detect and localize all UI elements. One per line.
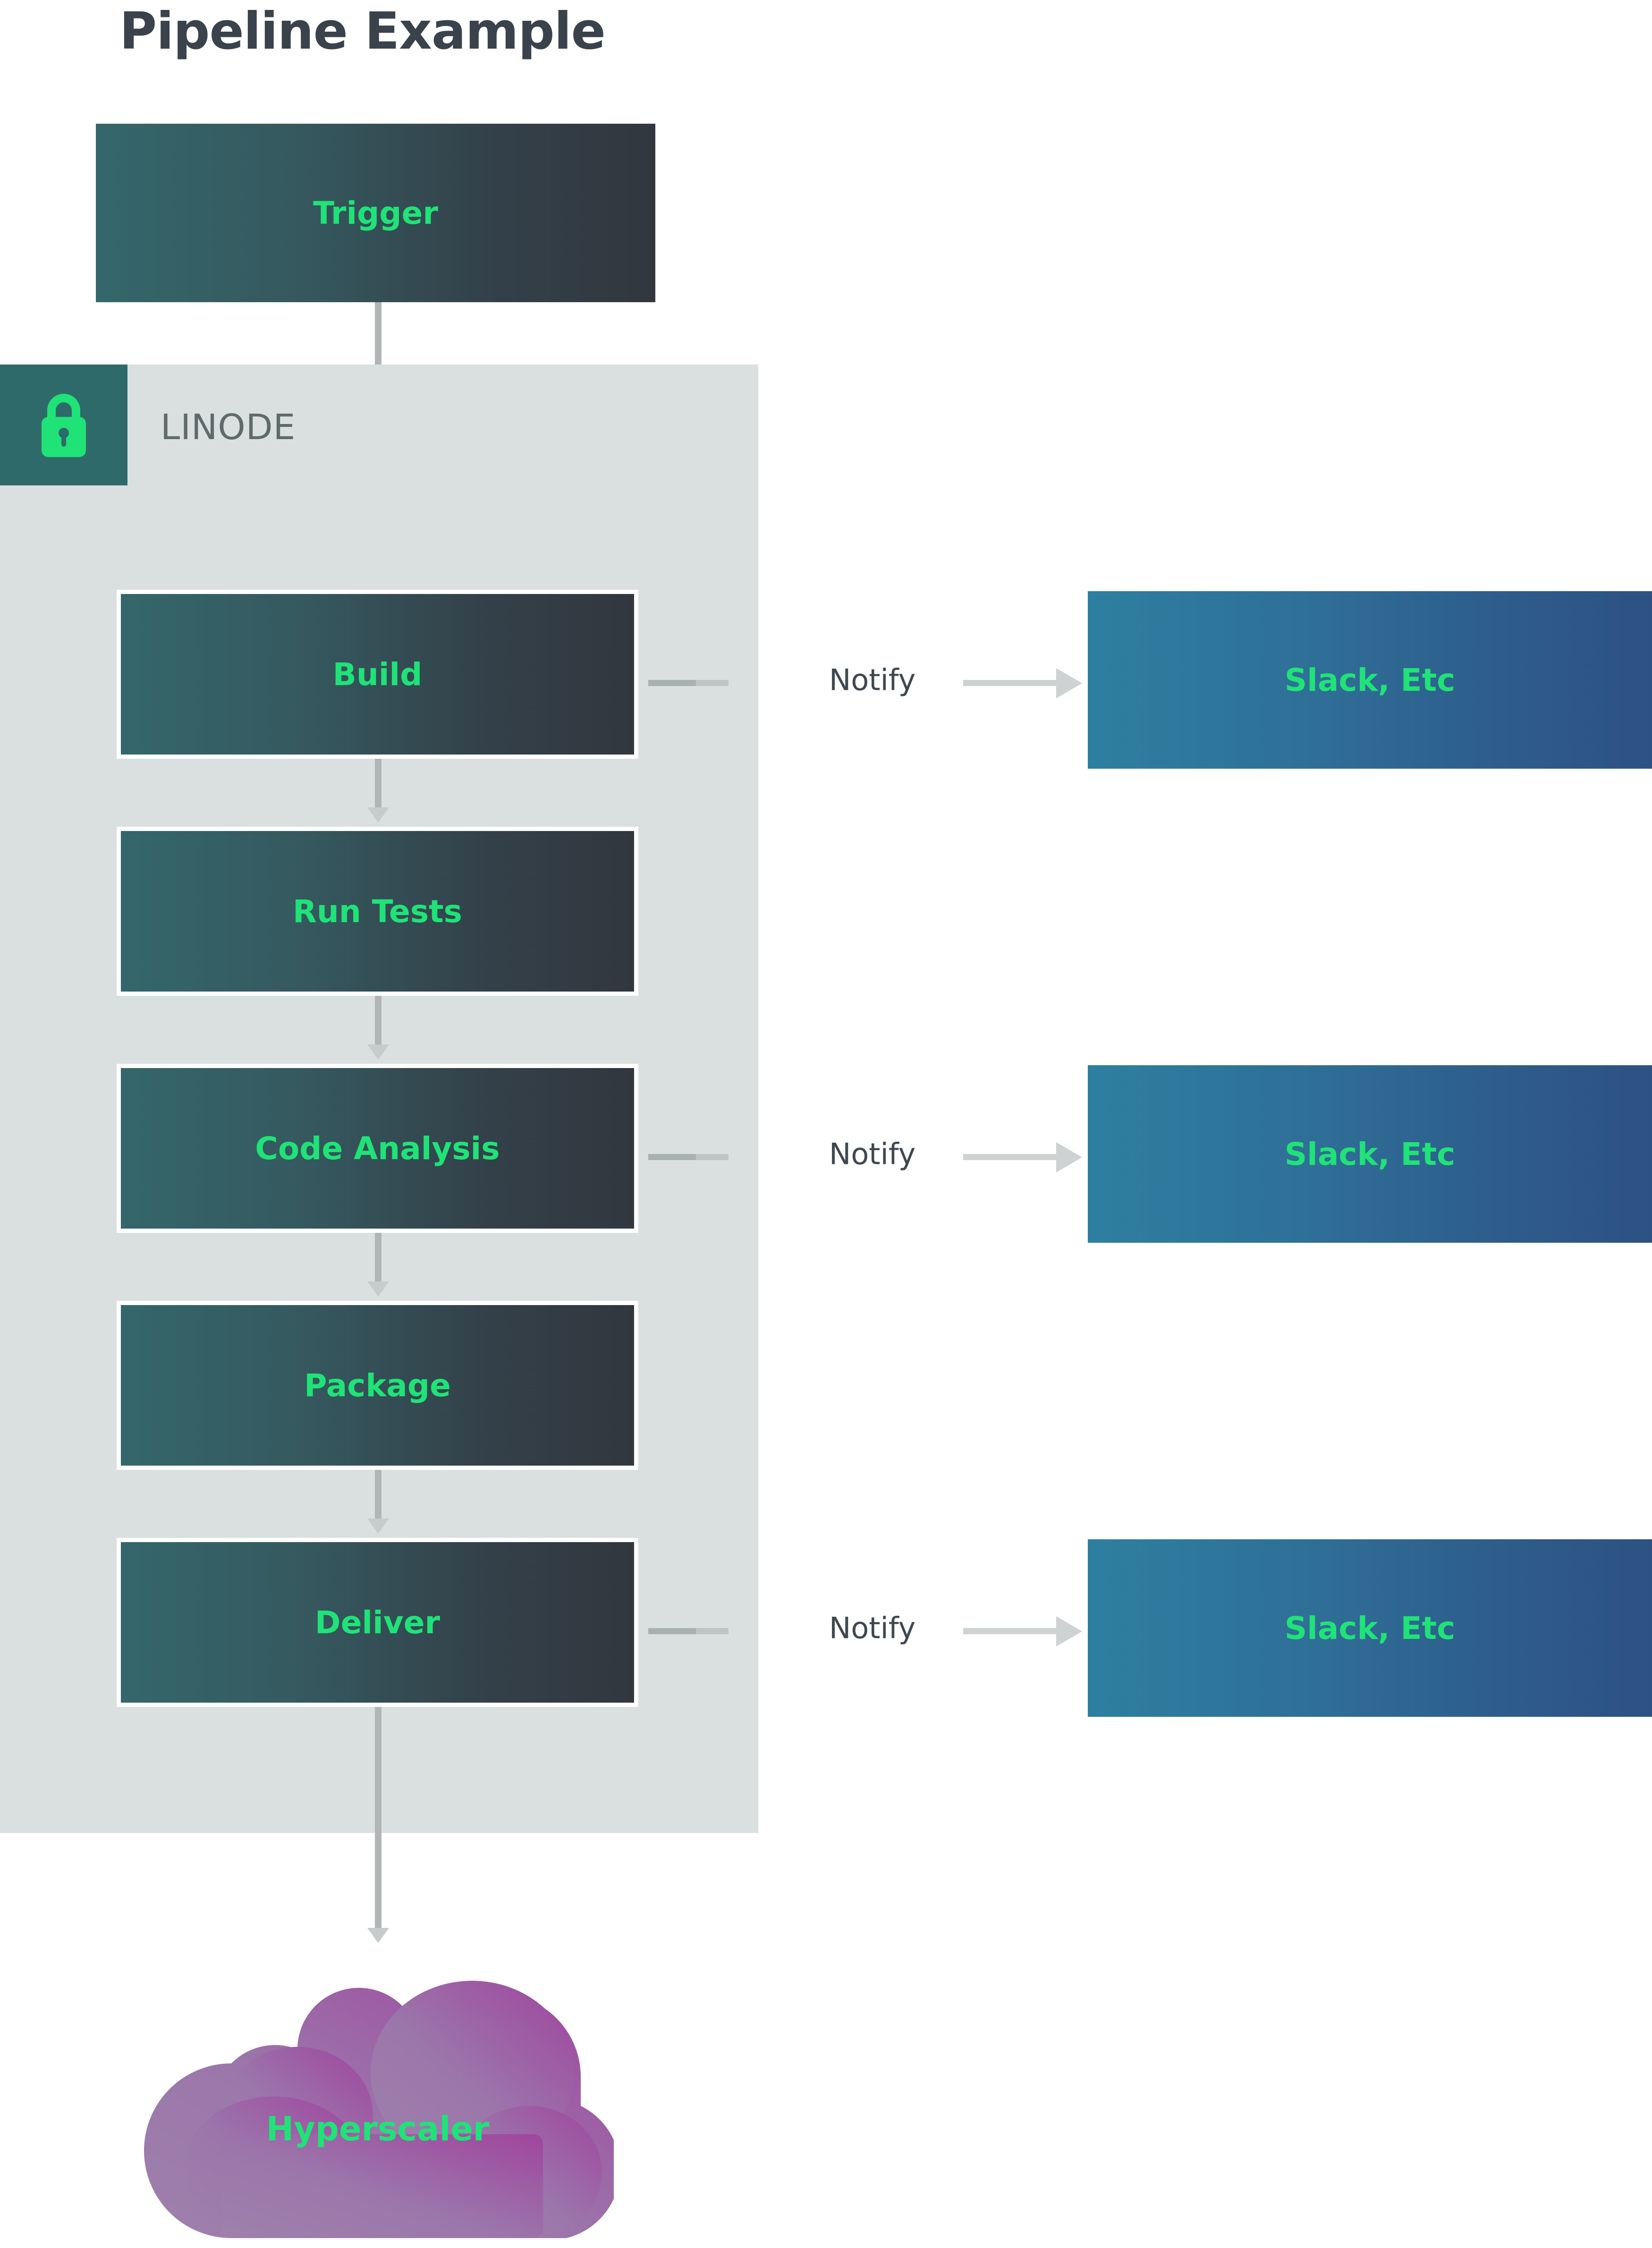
node-package[interactable]: Package — [117, 1301, 638, 1470]
node-slack-1-label: Slack, Etc — [1284, 662, 1456, 698]
node-code-analysis[interactable]: Code Analysis — [117, 1064, 638, 1233]
arrow-deliver-to-hyperscaler — [375, 1707, 381, 1929]
arrow-code-analysis-to-package — [375, 1233, 381, 1282]
notify-connector-3-right — [963, 1628, 1058, 1634]
node-run-tests[interactable]: Run Tests — [117, 827, 638, 996]
node-deliver-label: Deliver — [314, 1604, 441, 1641]
node-trigger-label: Trigger — [313, 195, 438, 231]
lock-icon — [42, 394, 86, 457]
node-hyperscaler[interactable]: Hyperscaler — [142, 1936, 620, 2238]
page-title: Pipeline Example — [119, 2, 606, 61]
notify-label-2: Notify — [829, 1137, 916, 1171]
cloud-icon — [144, 1981, 620, 2238]
node-build-label: Build — [332, 656, 423, 693]
arrow-run-tests-to-code-analysis — [375, 996, 381, 1045]
node-slack-2-label: Slack, Etc — [1284, 1136, 1456, 1172]
notify-connector-1-left — [648, 680, 729, 686]
notify-connector-3-left — [648, 1628, 729, 1634]
node-slack-2[interactable]: Slack, Etc — [1088, 1065, 1652, 1243]
notify-connector-2-right — [963, 1154, 1058, 1160]
arrow-build-to-run-tests — [375, 759, 381, 808]
arrow-package-to-deliver — [375, 1470, 381, 1519]
node-slack-1[interactable]: Slack, Etc — [1088, 591, 1652, 769]
node-deliver[interactable]: Deliver — [117, 1538, 638, 1707]
node-build[interactable]: Build — [117, 590, 638, 759]
node-slack-3-label: Slack, Etc — [1284, 1610, 1456, 1646]
node-package-label: Package — [304, 1367, 451, 1404]
node-run-tests-label: Run Tests — [293, 893, 462, 930]
notify-label-1: Notify — [829, 662, 916, 697]
notify-label-3: Notify — [829, 1611, 916, 1646]
notify-connector-1-right — [963, 680, 1058, 686]
node-trigger[interactable]: Trigger — [96, 124, 655, 302]
node-slack-3[interactable]: Slack, Etc — [1088, 1539, 1652, 1717]
zone-linode-label: LINODE — [161, 407, 296, 448]
zone-linode-badge — [0, 365, 127, 485]
notify-connector-2-left — [648, 1154, 729, 1160]
node-code-analysis-label: Code Analysis — [255, 1130, 500, 1167]
